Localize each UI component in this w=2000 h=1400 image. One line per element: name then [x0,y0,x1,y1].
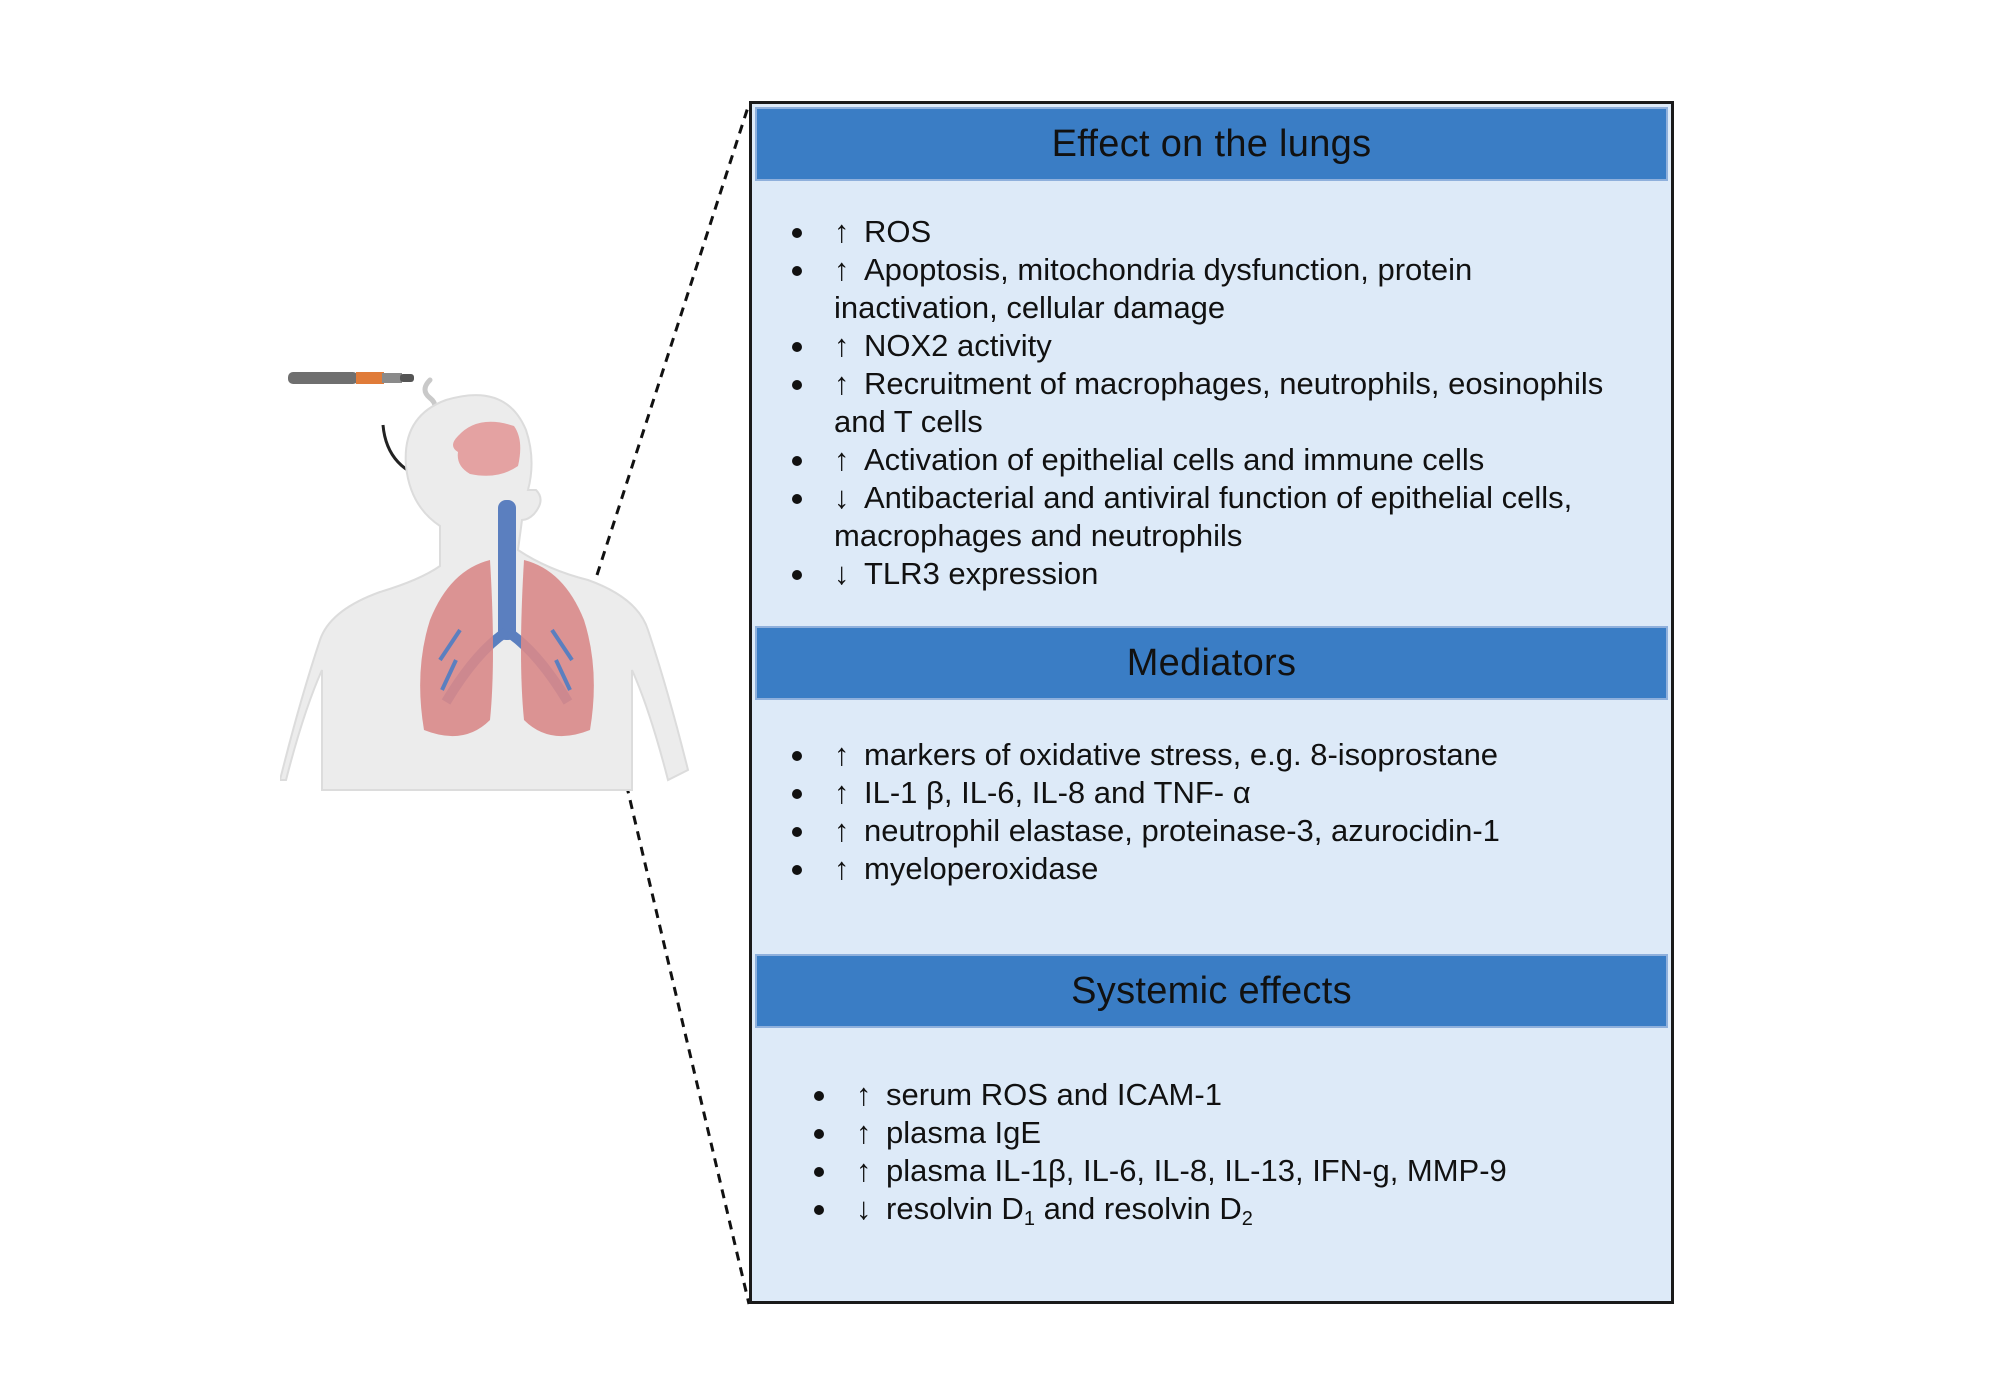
list-item: ↑plasma IL-1β, IL-6, IL-8, IL-13, IFN-g,… [814,1152,1614,1190]
bullet-dot-icon [814,1167,824,1177]
section-header-lungs: Effect on the lungs [755,107,1668,181]
list-item: ↑myeloperoxidase [792,850,1612,888]
list-item: ↑ROS [792,213,1612,251]
list-item: ↑plasma IgE [814,1114,1614,1152]
list-item: ↑IL-1 β, IL-6, IL-8 and TNF- α [792,774,1612,812]
increase-arrow-icon: ↑ [834,214,850,249]
bullet-dot-icon [792,456,802,466]
bullet-dot-icon [792,342,802,352]
bullet-dot-icon [814,1205,824,1215]
decrease-arrow-icon: ↓ [834,480,850,515]
increase-arrow-icon: ↑ [856,1153,872,1188]
increase-arrow-icon: ↑ [834,737,850,772]
bullet-dot-icon [792,570,802,580]
bullet-dot-icon [792,865,802,875]
section-title-mediators: Mediators [1126,641,1297,684]
systemic-effects-list: ↑serum ROS and ICAM-1 ↑plasma IgE ↑plasm… [814,1076,1614,1238]
list-item: ↓resolvin D1 and resolvin D2 [814,1190,1614,1238]
increase-arrow-icon: ↑ [834,775,850,810]
bullet-dot-icon [792,494,802,504]
lungs-icon [420,560,594,737]
bullet-dot-icon [792,380,802,390]
list-item: ↑Activation of epithelial cells and immu… [792,441,1612,479]
section-header-mediators: Mediators [755,626,1668,700]
decrease-arrow-icon: ↓ [834,556,850,591]
section-title-systemic: Systemic effects [1071,969,1352,1012]
effects-panel: Effect on the lungs ↑ROS ↑Apoptosis, mit… [749,101,1674,1304]
list-item: ↑Apoptosis, mitochondria dysfunction, pr… [792,251,1612,327]
nasal-cavity-icon [453,421,521,476]
lungs-effects-list: ↑ROS ↑Apoptosis, mitochondria dysfunctio… [792,213,1612,593]
bullet-dot-icon [814,1129,824,1139]
bullet-dot-icon [792,827,802,837]
list-item: ↑serum ROS and ICAM-1 [814,1076,1614,1114]
bullet-dot-icon [814,1091,824,1101]
increase-arrow-icon: ↑ [834,442,850,477]
increase-arrow-icon: ↑ [834,813,850,848]
list-item: ↓Antibacterial and antiviral function of… [792,479,1612,555]
increase-arrow-icon: ↑ [834,851,850,886]
section-header-systemic: Systemic effects [755,954,1668,1028]
vaping-human-illustration [280,372,690,791]
list-item: ↑NOX2 activity [792,327,1612,365]
increase-arrow-icon: ↑ [834,328,850,363]
list-item: ↓TLR3 expression [792,555,1612,593]
section-title-lungs: Effect on the lungs [1051,122,1372,165]
list-item: ↑neutrophil elastase, proteinase-3, azur… [792,812,1612,850]
increase-arrow-icon: ↑ [856,1077,872,1112]
mediators-list: ↑markers of oxidative stress, e.g. 8-iso… [792,736,1612,888]
increase-arrow-icon: ↑ [834,366,850,401]
bullet-dot-icon [792,751,802,761]
e-cigarette-icon [288,372,414,384]
bullet-dot-icon [792,266,802,276]
bullet-dot-icon [792,789,802,799]
list-item: ↑markers of oxidative stress, e.g. 8-iso… [792,736,1612,774]
bullet-dot-icon [792,228,802,238]
increase-arrow-icon: ↑ [856,1115,872,1150]
increase-arrow-icon: ↑ [834,252,850,287]
decrease-arrow-icon: ↓ [856,1191,872,1226]
list-item: ↑Recruitment of macrophages, neutrophils… [792,365,1612,441]
